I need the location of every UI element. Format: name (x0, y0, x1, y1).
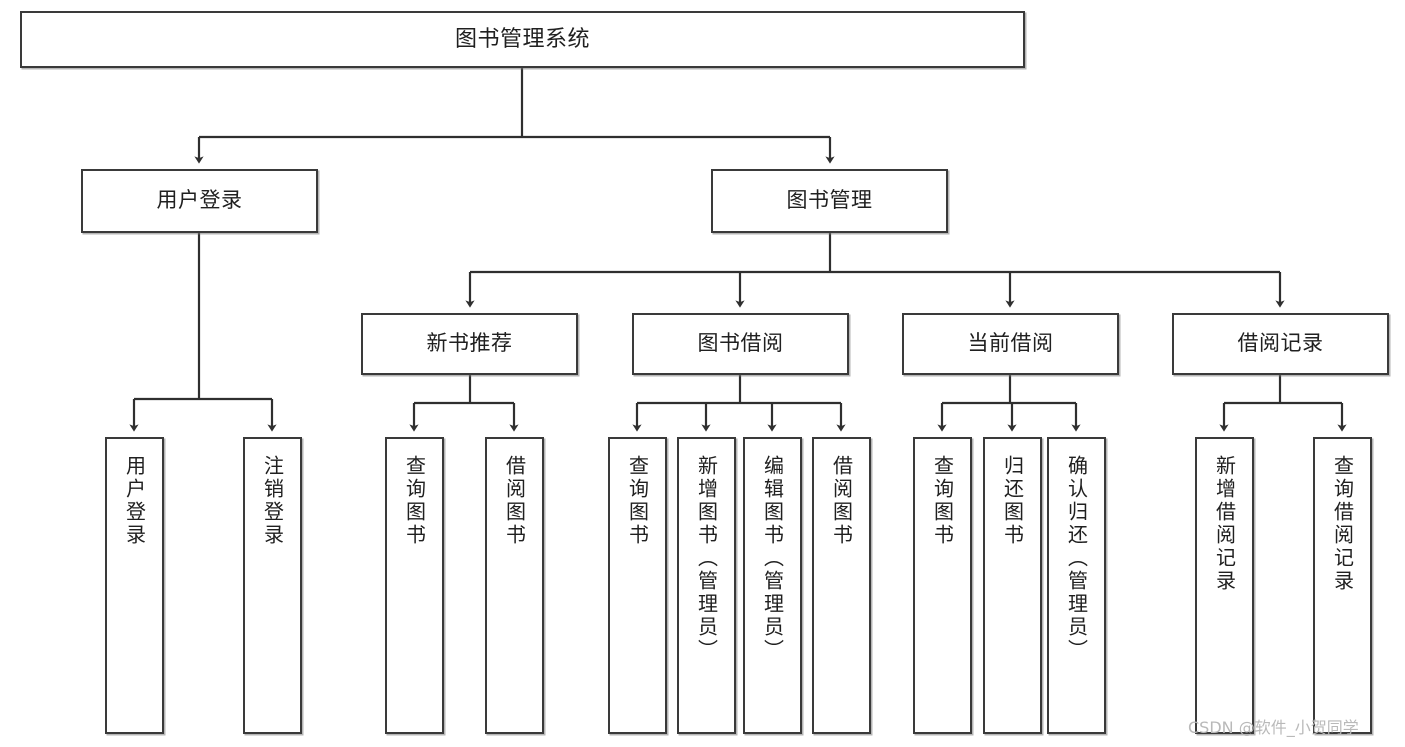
node-label: 借阅图书 (502, 455, 527, 547)
watermark: CSDN @软件_小贺同学 (1188, 718, 1359, 737)
leaf-borrow-record-query[interactable]: 查询借阅记录 (1313, 437, 1372, 734)
leaf-current-borrow-query[interactable]: 查询图书 (913, 437, 972, 734)
node-label: 查询图书 (930, 455, 955, 547)
node-new-book-recommend[interactable]: 新书推荐 (361, 313, 578, 375)
node-label: 编辑图书（管理员） (760, 455, 785, 662)
leaf-current-borrow-confirm-return[interactable]: 确认归还（管理员） (1047, 437, 1106, 734)
leaf-borrow-record-add[interactable]: 新增借阅记录 (1195, 437, 1254, 734)
leaf-book-borrow-query[interactable]: 查询图书 (608, 437, 667, 734)
leaf-current-borrow-return[interactable]: 归还图书 (983, 437, 1042, 734)
node-label: 确认归还（管理员） (1064, 455, 1089, 662)
leaf-user-login-logout[interactable]: 注销登录 (243, 437, 302, 734)
node-current-borrow[interactable]: 当前借阅 (902, 313, 1119, 375)
node-label: 查询图书 (625, 455, 650, 547)
node-label: 查询借阅记录 (1330, 455, 1355, 593)
node-root-system[interactable]: 图书管理系统 (20, 11, 1025, 68)
node-label: 新增借阅记录 (1212, 455, 1237, 593)
node-book-borrow[interactable]: 图书借阅 (632, 313, 849, 375)
leaf-book-borrow-edit[interactable]: 编辑图书（管理员） (743, 437, 802, 734)
leaf-user-login-login[interactable]: 用户登录 (105, 437, 164, 734)
leaf-new-book-borrow[interactable]: 借阅图书 (485, 437, 544, 734)
leaf-book-borrow-add[interactable]: 新增图书（管理员） (677, 437, 736, 734)
node-label: 借阅记录 (1237, 331, 1324, 356)
node-book-management[interactable]: 图书管理 (711, 169, 948, 233)
node-label: 图书管理系统 (454, 26, 590, 52)
leaf-book-borrow-borrow[interactable]: 借阅图书 (812, 437, 871, 734)
node-label: 新增图书（管理员） (694, 455, 719, 662)
node-label: 用户登录 (156, 188, 243, 213)
node-label: 用户登录 (122, 455, 147, 547)
node-user-login[interactable]: 用户登录 (81, 169, 318, 233)
node-borrow-record[interactable]: 借阅记录 (1172, 313, 1389, 375)
node-label: 当前借阅 (967, 331, 1054, 356)
node-label: 查询图书 (402, 455, 427, 547)
node-label: 注销登录 (260, 455, 285, 547)
node-label: 借阅图书 (829, 455, 854, 547)
node-label: 归还图书 (1000, 455, 1025, 547)
node-label: 图书借阅 (697, 331, 784, 356)
node-label: 新书推荐 (426, 331, 513, 356)
node-label: 图书管理 (786, 188, 873, 213)
leaf-new-book-query[interactable]: 查询图书 (385, 437, 444, 734)
